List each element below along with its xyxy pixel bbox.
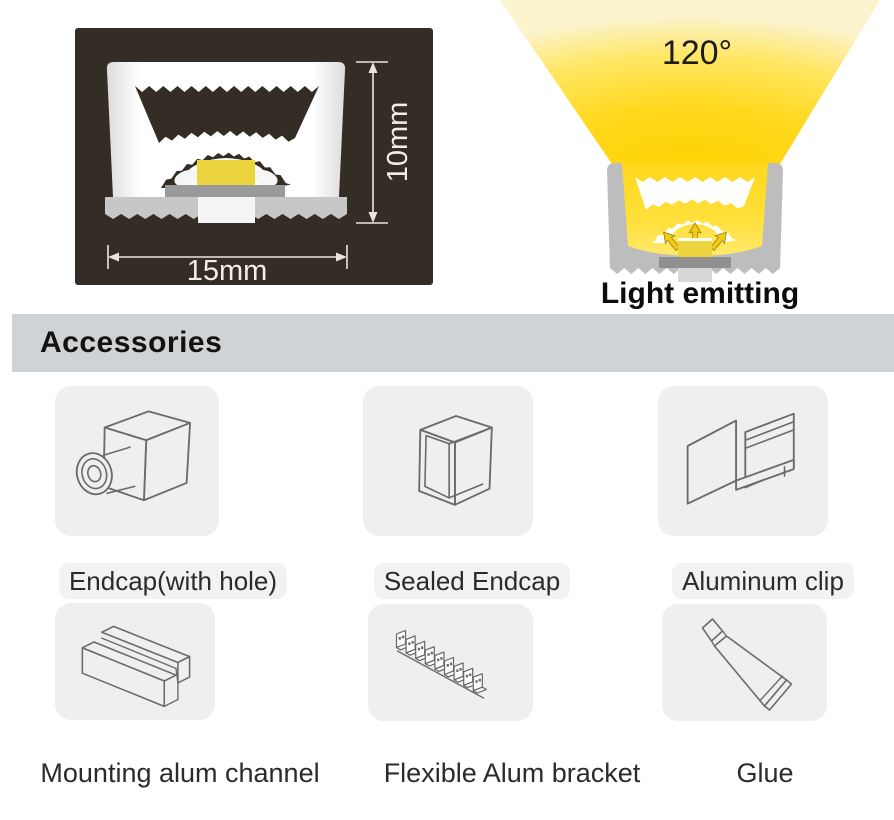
led-chip-glow xyxy=(678,241,712,257)
accessory-card-mounting-alum-channel xyxy=(55,603,215,720)
chip-highlight xyxy=(678,238,712,241)
led-chip xyxy=(197,160,255,185)
aluminum-clip-icon xyxy=(686,412,795,505)
accessory-label: Aluminum clip xyxy=(633,563,893,599)
beam-cone xyxy=(500,0,880,164)
diffusion-fan xyxy=(135,86,319,143)
accessory-card-flexible-alum-bracket xyxy=(368,604,533,721)
accessory-label: Endcap(with hole) xyxy=(43,563,303,599)
accessory-card-sealed-endcap xyxy=(363,386,533,536)
pcb-bar xyxy=(165,185,285,197)
accessories-title: Accessories xyxy=(40,326,223,359)
pcb-bar-glow xyxy=(659,257,731,268)
endcap-with-hole-icon xyxy=(75,410,191,502)
arch-wing-left xyxy=(174,169,200,187)
glow-fan xyxy=(635,177,755,210)
flexible-alum-bracket-icon xyxy=(395,629,487,699)
height-dimension-label: 10mm xyxy=(382,102,414,183)
accessory-label: Flexible Alum bracket xyxy=(383,758,641,788)
accessories-header-bar: Accessories xyxy=(12,314,894,372)
glue-icon xyxy=(701,618,793,711)
glow-arch xyxy=(653,220,737,243)
light-emitting-label: Light emitting xyxy=(601,277,799,310)
arch-wing-right xyxy=(252,169,278,187)
height-dimension: 10mm xyxy=(356,61,414,224)
accessory-label: Mounting alum channel xyxy=(40,758,320,788)
accessory-label: Glue xyxy=(736,758,794,788)
led-arch xyxy=(161,152,291,188)
light-emitting-diagram: 120° Light emitting xyxy=(500,0,880,310)
width-dimension: 15mm xyxy=(107,245,348,285)
beam-angle-label: 120° xyxy=(662,34,732,72)
accessory-card-aluminum-clip xyxy=(658,386,828,536)
bottom-block xyxy=(198,197,255,223)
cross-section-diagram: 10mm 15mm xyxy=(75,28,433,285)
accessory-label: Sealed Endcap xyxy=(342,563,602,599)
accessory-card-endcap-with-hole xyxy=(55,386,219,536)
accessory-card-glue xyxy=(662,604,827,721)
bottom-block-glow xyxy=(678,268,712,282)
width-dimension-label: 15mm xyxy=(187,255,268,285)
sealed-endcap-icon xyxy=(418,415,493,506)
mounting-alum-channel-icon xyxy=(81,625,191,708)
